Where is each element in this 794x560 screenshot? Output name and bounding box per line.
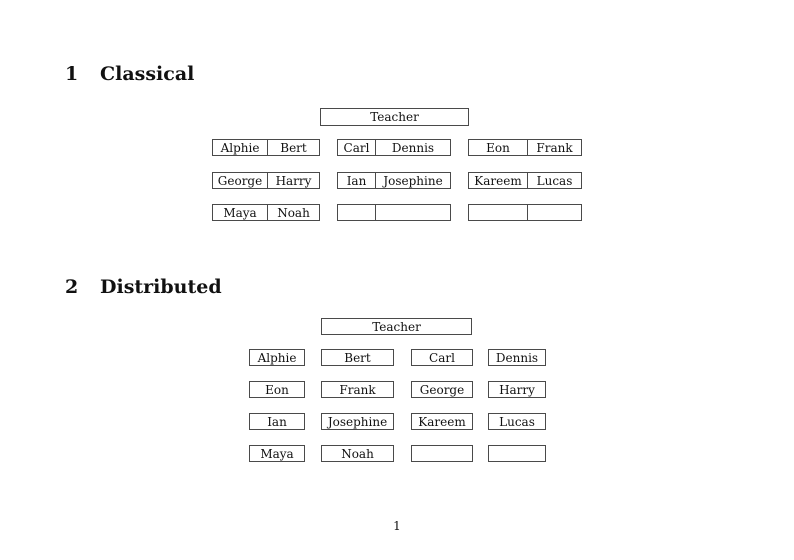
seat-cell: Ian <box>338 173 376 188</box>
seat-cell: Kareem <box>469 173 528 188</box>
seat-box: Dennis <box>488 349 546 366</box>
seat-cell: George <box>213 173 268 188</box>
seat-cell: Eon <box>469 140 528 155</box>
seat-cell: Josephine <box>383 173 443 188</box>
desk: Ian Josephine <box>337 172 451 189</box>
seat-box: Noah <box>321 445 394 462</box>
section-title: Classical <box>100 63 195 85</box>
seat-cell-empty <box>528 205 581 220</box>
seat-box: Kareem <box>411 413 473 430</box>
desk: Kareem Lucas <box>468 172 582 189</box>
seat-cell: Noah <box>277 205 310 220</box>
seat-box: Carl <box>411 349 473 366</box>
seat-box: Lucas <box>488 413 546 430</box>
desk: Alphie Bert <box>212 139 320 156</box>
teacher-box: Teacher <box>320 108 469 126</box>
page-number: 1 <box>393 519 401 533</box>
seat-cell: Carl <box>338 140 376 155</box>
section-number: 1 <box>65 63 79 85</box>
seat-box-empty <box>411 445 473 462</box>
desk: Maya Noah <box>212 204 320 221</box>
desk <box>468 204 582 221</box>
desk: Carl Dennis <box>337 139 451 156</box>
section-title: Distributed <box>100 276 222 298</box>
seat-cell-empty <box>376 205 450 220</box>
seat-box: George <box>411 381 473 398</box>
seat-cell: Harry <box>275 173 312 188</box>
seat-cell: Maya <box>213 205 268 220</box>
seat-cell: Frank <box>536 140 573 155</box>
seat-box: Bert <box>321 349 394 366</box>
seat-cell-empty <box>469 205 528 220</box>
section-heading-classical: 1 Classical <box>65 65 194 84</box>
seat-box: Harry <box>488 381 546 398</box>
seat-cell: Alphie <box>213 140 268 155</box>
desk <box>337 204 451 221</box>
desk: Eon Frank <box>468 139 582 156</box>
seat-cell: Dennis <box>391 140 435 155</box>
section-number: 2 <box>65 276 79 298</box>
section-heading-distributed: 2 Distributed <box>65 278 222 297</box>
seat-box: Frank <box>321 381 394 398</box>
desk: George Harry <box>212 172 320 189</box>
seat-box: Josephine <box>321 413 394 430</box>
seat-cell: Lucas <box>536 173 573 188</box>
seat-box-empty <box>488 445 546 462</box>
seat-box: Eon <box>249 381 305 398</box>
teacher-box: Teacher <box>321 318 472 335</box>
seat-cell-empty <box>338 205 376 220</box>
seat-box: Alphie <box>249 349 305 366</box>
seat-box: Ian <box>249 413 305 430</box>
seat-cell: Bert <box>280 140 307 155</box>
seat-box: Maya <box>249 445 305 462</box>
